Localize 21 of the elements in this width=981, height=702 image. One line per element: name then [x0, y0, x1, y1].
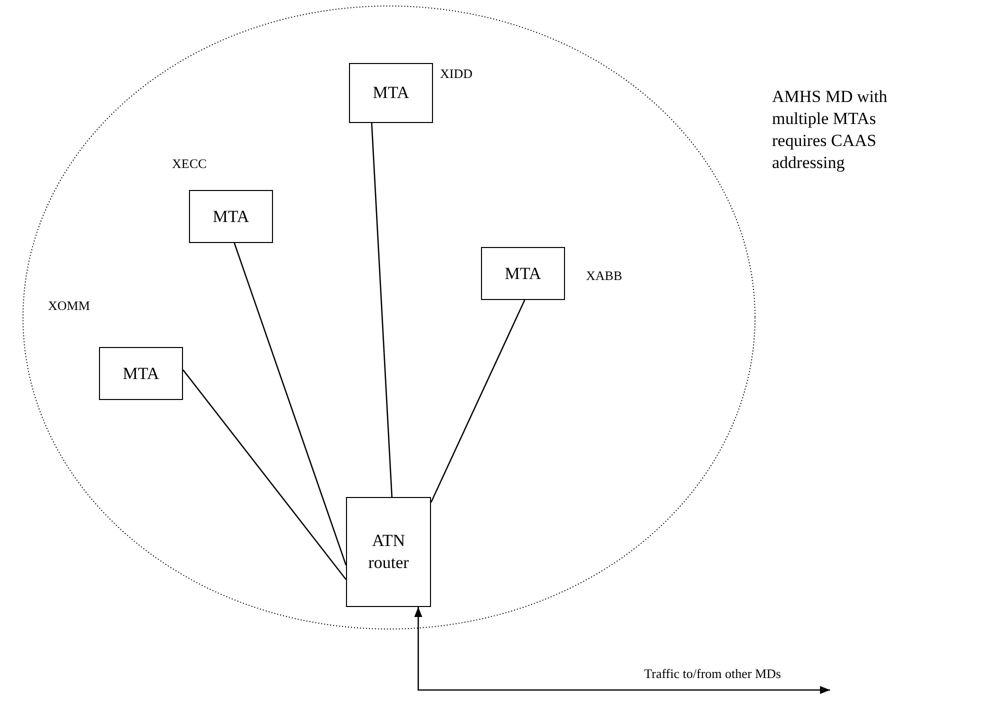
process-box: [99, 347, 183, 400]
connector-line: [182, 369, 347, 580]
process-box: [481, 247, 565, 300]
node-caption: XABB: [586, 268, 622, 284]
process-box: [349, 63, 433, 123]
node-label: MTA: [122, 362, 160, 384]
arrow: [414, 607, 830, 694]
process-box: [346, 497, 431, 607]
node-label: MTA: [504, 262, 542, 284]
node-label: MTA: [372, 82, 410, 104]
node-caption: XOMM: [48, 298, 90, 314]
node-label: ATN router: [367, 530, 410, 574]
node-label: MTA: [212, 206, 250, 228]
connector-line: [234, 242, 347, 566]
node-caption: XIDD: [440, 66, 472, 82]
process-box: [189, 190, 273, 243]
note-text: AMHS MD with multiple MTAs requires CAAS addressing: [772, 86, 888, 174]
connector-line: [430, 300, 526, 503]
dotted-ellipse: [22, 5, 756, 630]
node-caption: XECC: [172, 156, 207, 172]
connector-line: [371, 122, 393, 498]
